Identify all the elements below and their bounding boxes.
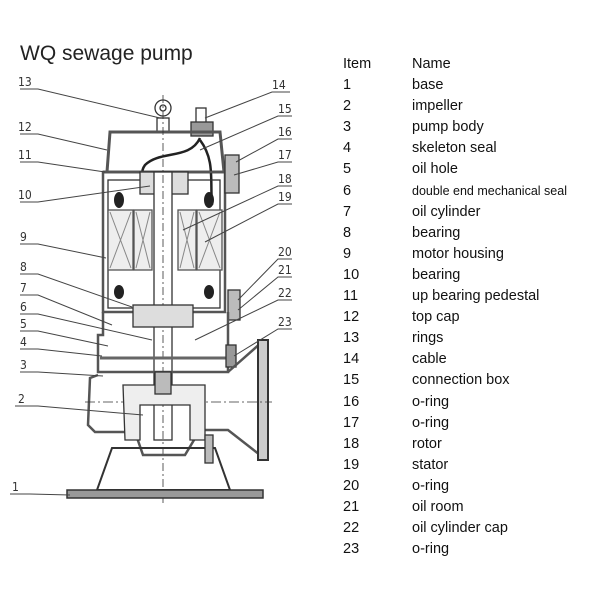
callout-23: 23 bbox=[278, 315, 292, 329]
part-name: double end mechanical seal bbox=[412, 183, 567, 198]
table-row: 3 pump body bbox=[343, 117, 567, 138]
table-row: 16 o-ring bbox=[343, 392, 567, 413]
part-name: o-ring bbox=[412, 541, 450, 558]
item-number: 15 bbox=[343, 372, 360, 389]
callout-18: 18 bbox=[278, 172, 292, 186]
table-row: 2 impeller bbox=[343, 96, 567, 117]
part-name: oil hole bbox=[412, 161, 458, 178]
table-header: Item Name bbox=[343, 54, 567, 75]
table-row: 8 bearing bbox=[343, 223, 567, 244]
table-row: 9 motor housing bbox=[343, 244, 567, 265]
part-name: stator bbox=[412, 456, 449, 473]
table-row: 11 up bearing pedestal bbox=[343, 286, 567, 307]
callout-7: 7 bbox=[20, 281, 27, 295]
part-name: oil cylinder cap bbox=[412, 520, 508, 537]
callout-21: 21 bbox=[278, 263, 292, 277]
item-number: 19 bbox=[343, 456, 360, 473]
table-row: 5 oil hole bbox=[343, 159, 567, 180]
item-number: 23 bbox=[343, 541, 360, 558]
callout-14: 14 bbox=[272, 78, 286, 92]
item-number: 11 bbox=[343, 288, 359, 305]
item-number: 12 bbox=[343, 309, 360, 326]
part-name: rotor bbox=[412, 435, 442, 452]
item-number: 13 bbox=[343, 330, 360, 347]
callout-6: 6 bbox=[20, 300, 27, 314]
item-number: 20 bbox=[343, 477, 360, 494]
part-name: pump body bbox=[412, 119, 484, 136]
part-name: motor housing bbox=[412, 245, 504, 262]
callout-22: 22 bbox=[278, 286, 292, 300]
part-name: top cap bbox=[412, 309, 460, 326]
callout-17: 17 bbox=[278, 148, 292, 162]
part-name: o-ring bbox=[412, 414, 450, 431]
item-number: 22 bbox=[343, 520, 360, 537]
item-number: 9 bbox=[343, 245, 352, 262]
callout-3: 3 bbox=[20, 358, 27, 372]
item-number: 16 bbox=[343, 393, 360, 410]
table-row: 17 o-ring bbox=[343, 413, 567, 434]
item-number: 10 bbox=[343, 266, 360, 283]
table-row: 18 rotor bbox=[343, 434, 567, 455]
part-name: connection box bbox=[412, 372, 510, 389]
diagram-title: WQ sewage pump bbox=[20, 42, 193, 65]
callout-5: 5 bbox=[20, 317, 27, 331]
part-name: rings bbox=[412, 330, 444, 347]
table-row: 6 double end mechanical seal bbox=[343, 181, 567, 202]
table-row: 15 connection box bbox=[343, 370, 567, 391]
table-row: 12 top cap bbox=[343, 307, 567, 328]
table-row: 1 base bbox=[343, 75, 567, 96]
table-row: 10 bearing bbox=[343, 265, 567, 286]
callout-13: 13 bbox=[18, 75, 32, 89]
part-name: skeleton seal bbox=[412, 140, 497, 157]
header-name: Name bbox=[412, 56, 451, 72]
callout-20: 20 bbox=[278, 245, 292, 259]
table-row: 23 o-ring bbox=[343, 539, 567, 560]
part-name: up bearing pedestal bbox=[412, 288, 540, 305]
callout-9: 9 bbox=[20, 230, 27, 244]
part-name: base bbox=[412, 77, 444, 94]
item-number: 17 bbox=[343, 414, 360, 431]
item-number: 8 bbox=[343, 224, 352, 241]
part-name: oil room bbox=[412, 498, 464, 515]
item-number: 3 bbox=[343, 119, 352, 136]
item-number: 7 bbox=[343, 203, 352, 220]
part-name: oil cylinder bbox=[412, 203, 481, 220]
part-name: o-ring bbox=[412, 477, 450, 494]
callout-4: 4 bbox=[20, 335, 27, 349]
callout-15: 15 bbox=[278, 102, 292, 116]
item-number: 4 bbox=[343, 140, 352, 157]
callout-10: 10 bbox=[18, 188, 32, 202]
table-row: 14 cable bbox=[343, 349, 567, 370]
item-number: 14 bbox=[343, 351, 360, 368]
header-item: Item bbox=[343, 56, 372, 72]
table-row: 7 oil cylinder bbox=[343, 202, 567, 223]
part-name: o-ring bbox=[412, 393, 450, 410]
callout-11: 11 bbox=[18, 148, 32, 162]
callout-8: 8 bbox=[20, 260, 27, 274]
table-row: 20 o-ring bbox=[343, 476, 567, 497]
callout-16: 16 bbox=[278, 125, 292, 139]
table-row: 22 oil cylinder cap bbox=[343, 518, 567, 539]
item-number: 5 bbox=[343, 161, 352, 178]
parts-table: Item Name 1 base 2 impeller 3 pump body 4 skele… bbox=[343, 54, 567, 560]
part-name: cable bbox=[412, 351, 447, 368]
part-name: impeller bbox=[412, 98, 463, 115]
callout-2: 2 bbox=[18, 392, 25, 406]
part-name: bearing bbox=[412, 224, 461, 241]
item-number: 21 bbox=[343, 498, 360, 515]
part-name: bearing bbox=[412, 266, 461, 283]
item-number: 18 bbox=[343, 435, 360, 452]
callout-1: 1 bbox=[12, 480, 19, 494]
table-row: 4 skeleton seal bbox=[343, 138, 567, 159]
callout-19: 19 bbox=[278, 190, 292, 204]
item-number: 2 bbox=[343, 98, 352, 115]
table-row: 13 rings bbox=[343, 328, 567, 349]
table-row: 19 stator bbox=[343, 455, 567, 476]
item-number: 1 bbox=[343, 77, 352, 94]
callout-12: 12 bbox=[18, 120, 32, 134]
table-row: 21 oil room bbox=[343, 497, 567, 518]
item-number: 6 bbox=[343, 182, 352, 199]
